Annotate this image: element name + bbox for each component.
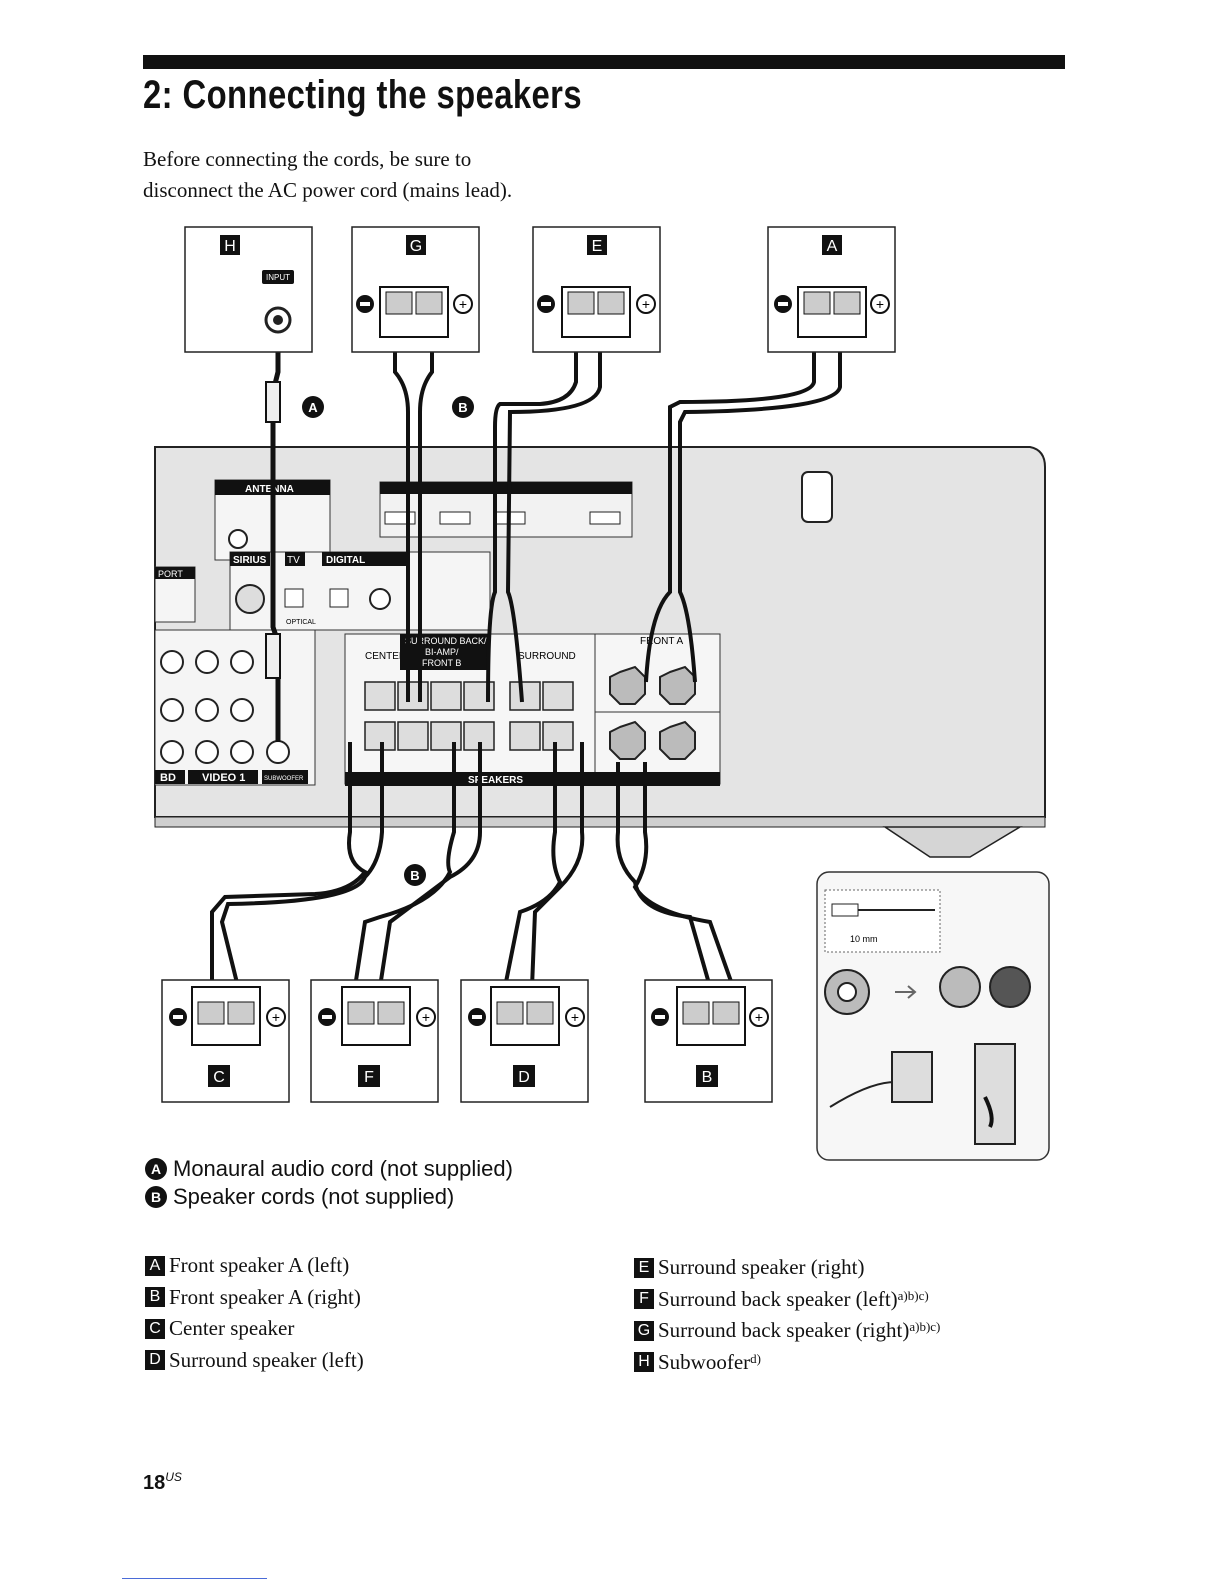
legend-text-C: Center speaker (169, 1316, 295, 1340)
cord-legend-text-B: Speaker cords (not supplied) (173, 1184, 455, 1209)
legend-text-B: Front speaker A (right) (169, 1284, 361, 1309)
legend-letter-E: E (634, 1257, 654, 1278)
svg-text:+: + (459, 296, 467, 312)
speaker-box-C: + C (161, 979, 290, 1103)
optical-label: OPTICAL (286, 619, 316, 626)
subwoofer-label: SUBWOOFER (264, 776, 304, 782)
cord-legend-row-A: A Monaural audio cord (not supplied) (145, 1155, 513, 1183)
legend-letter-F: F (634, 1289, 654, 1310)
input-label: INPUT (266, 273, 290, 282)
speaker-letter-D: D (518, 1069, 530, 1086)
cord-marker-B-top: B (452, 396, 474, 418)
intro-line-1: Before connecting the cords, be sure to (143, 147, 472, 171)
legend-letter-D: D (145, 1350, 165, 1371)
legend-letter-A: A (145, 1255, 165, 1276)
monaural-audio-cord (265, 322, 281, 742)
speaker-connection-diagram: ANTENNA SIRIUS TV DIGITAL OPTICAL PORT (154, 226, 1050, 1161)
speaker-box-D: + D (460, 979, 589, 1103)
speaker-letter-G: G (410, 238, 422, 255)
legend-text-E: Surround speaker (right) (658, 1255, 865, 1279)
cord-marker-A-badge: A (145, 1158, 167, 1180)
speaker-box-E: E + (532, 226, 661, 353)
page-title: 2: Connecting the speakers (143, 73, 583, 117)
cord-marker-A: A (302, 396, 324, 418)
legend-letter-B: B (145, 1287, 165, 1308)
intro-line-2: disconnect the AC power cord (mains lead… (143, 178, 513, 202)
legend-letter-H: H (634, 1352, 654, 1373)
tv-label: TV (287, 555, 300, 566)
video1-label: VIDEO 1 (202, 772, 245, 784)
speaker-letter-E: E (592, 238, 603, 255)
legend-text-G: Surround back speaker (right) (658, 1318, 910, 1342)
digital-label: DIGITAL (326, 555, 365, 566)
intro-paragraph: Before connecting the cords, be sure to … (143, 144, 573, 206)
sirius-label: SIRIUS (233, 555, 267, 566)
svg-text:+: + (272, 1009, 280, 1025)
front-a-label: FRONT A (640, 636, 683, 647)
legend-note-G: a)b)c) (909, 1319, 941, 1334)
footer-line (122, 1578, 267, 1579)
legend-text-D: Surround speaker (left) (169, 1347, 364, 1372)
surround-back-label: SURROUND BACK/ (405, 636, 487, 646)
cord-marker-B-top-text: B (458, 400, 467, 415)
page-number-value: 18 (143, 1472, 166, 1494)
antenna-label: ANTENNA (245, 484, 294, 495)
speaker-letter-H: H (224, 238, 236, 255)
bi-amp-label: BI-AMP/ (425, 647, 459, 657)
legend-note-F: a)b)c) (897, 1287, 929, 1303)
cord-marker-B-bottom: B (404, 864, 426, 886)
legend-letter-G: G (634, 1320, 654, 1341)
strip-length-label: 10 mm (850, 934, 878, 944)
speaker-letter-C: C (213, 1069, 225, 1086)
cord-legend-text-A: Monaural audio cord (not supplied) (173, 1156, 513, 1181)
header-rule (143, 55, 1065, 69)
center-label: CENTER (365, 651, 406, 662)
speaker-letter-B: B (702, 1069, 713, 1086)
legend-note-H: d) (750, 1350, 761, 1366)
legend-text-F: Surround back speaker (left) (658, 1286, 898, 1311)
page-number: 18US (143, 1470, 182, 1495)
svg-text:+: + (755, 1009, 763, 1025)
legend-text-A: Front speaker A (left) (169, 1253, 350, 1277)
page-number-suffix: US (165, 1470, 182, 1484)
legend-text-H: Subwoofer (658, 1349, 751, 1374)
speaker-box-F: + F (310, 979, 439, 1103)
speaker-box-B: + B (644, 979, 773, 1103)
bd-label: BD (160, 772, 176, 784)
wire-strip-inset: 10 mm (816, 871, 1050, 1161)
cord-marker-B-badge: B (145, 1186, 167, 1208)
svg-text:+: + (642, 296, 650, 312)
port-label: PORT (158, 569, 183, 579)
cord-legend: A Monaural audio cord (not supplied) B S… (145, 1155, 513, 1211)
speakers-label: SPEAKERS (468, 775, 523, 786)
speaker-cords (210, 337, 842, 988)
receiver-rear-panel: ANTENNA SIRIUS TV DIGITAL OPTICAL PORT (154, 446, 1046, 858)
surround-label: SURROUND (518, 651, 576, 662)
cord-marker-B-bottom-text: B (410, 868, 419, 883)
cord-marker-A-text: A (308, 400, 318, 415)
speaker-letter-A: A (827, 238, 838, 255)
svg-text:+: + (876, 296, 884, 312)
cord-legend-row-B: B Speaker cords (not supplied) (145, 1183, 513, 1211)
svg-text:+: + (422, 1009, 430, 1025)
svg-text:+: + (571, 1009, 579, 1025)
legend-letter-C: C (145, 1318, 165, 1339)
speaker-box-H: H INPUT (184, 226, 313, 353)
speaker-letter-F: F (364, 1069, 374, 1086)
speaker-box-G: G + (351, 226, 480, 353)
speaker-box-A: A + (767, 226, 896, 353)
front-b-label: FRONT B (422, 658, 461, 668)
